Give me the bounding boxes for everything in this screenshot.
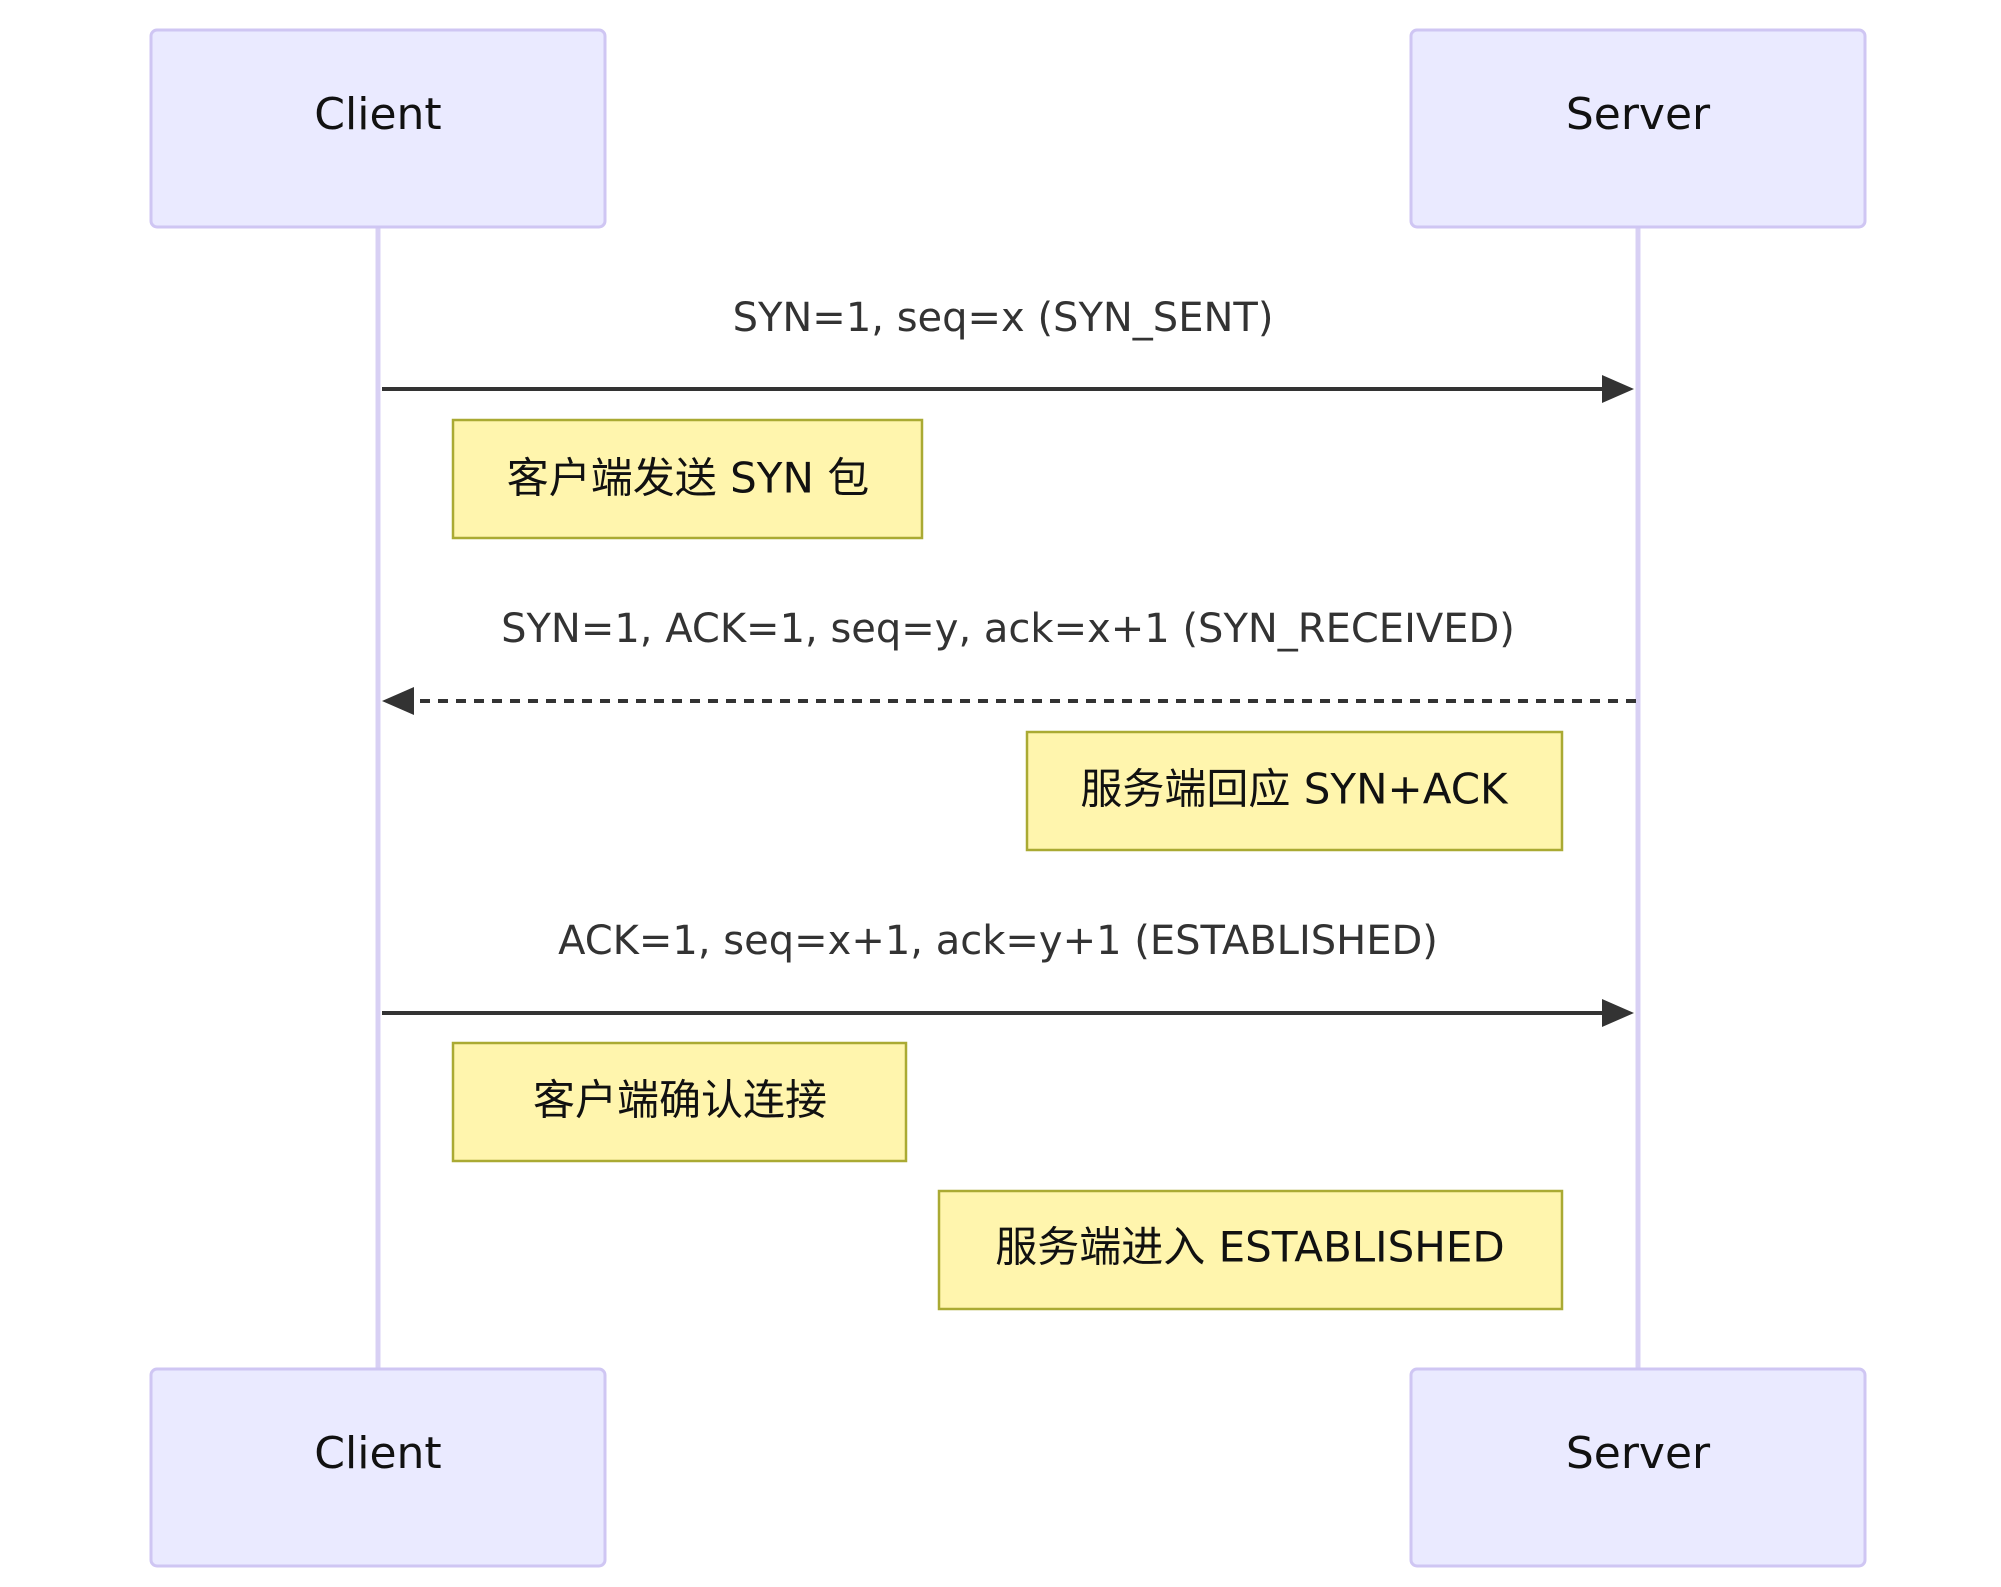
message-3-arrowhead [1602, 999, 1634, 1027]
message-3-label: ACK=1, seq=x+1, ack=y+1 (ESTABLISHED) [558, 918, 1438, 964]
client-actor-bottom: Client [149, 1367, 607, 1568]
note-3-text: 客户端确认连接 [533, 1076, 827, 1125]
note-1-text: 客户端发送 SYN 包 [507, 454, 869, 503]
client-actor-bottom-label: Client [314, 1428, 441, 1479]
server-actor-bottom: Server [1409, 1367, 1867, 1568]
note-1: 客户端发送 SYN 包 [451, 418, 924, 540]
note-3: 客户端确认连接 [451, 1041, 908, 1163]
note-2: 服务端回应 SYN+ACK [1025, 730, 1564, 852]
message-2-arrowhead [382, 687, 414, 715]
note-4: 服务端进入 ESTABLISHED [937, 1189, 1564, 1311]
server-actor-top-label: Server [1566, 89, 1711, 140]
note-4-text: 服务端进入 ESTABLISHED [995, 1223, 1504, 1272]
message-2-label: SYN=1, ACK=1, seq=y, ack=x+1 (SYN_RECEIV… [501, 606, 1515, 652]
client-actor-top-label: Client [314, 89, 441, 140]
server-actor-bottom-label: Server [1566, 1428, 1711, 1479]
server-actor-top: Server [1409, 28, 1867, 229]
message-1-arrowhead [1602, 375, 1634, 403]
note-2-text: 服务端回应 SYN+ACK [1080, 765, 1509, 814]
message-1-label: SYN=1, seq=x (SYN_SENT) [733, 295, 1274, 341]
client-actor-top: Client [149, 28, 607, 229]
